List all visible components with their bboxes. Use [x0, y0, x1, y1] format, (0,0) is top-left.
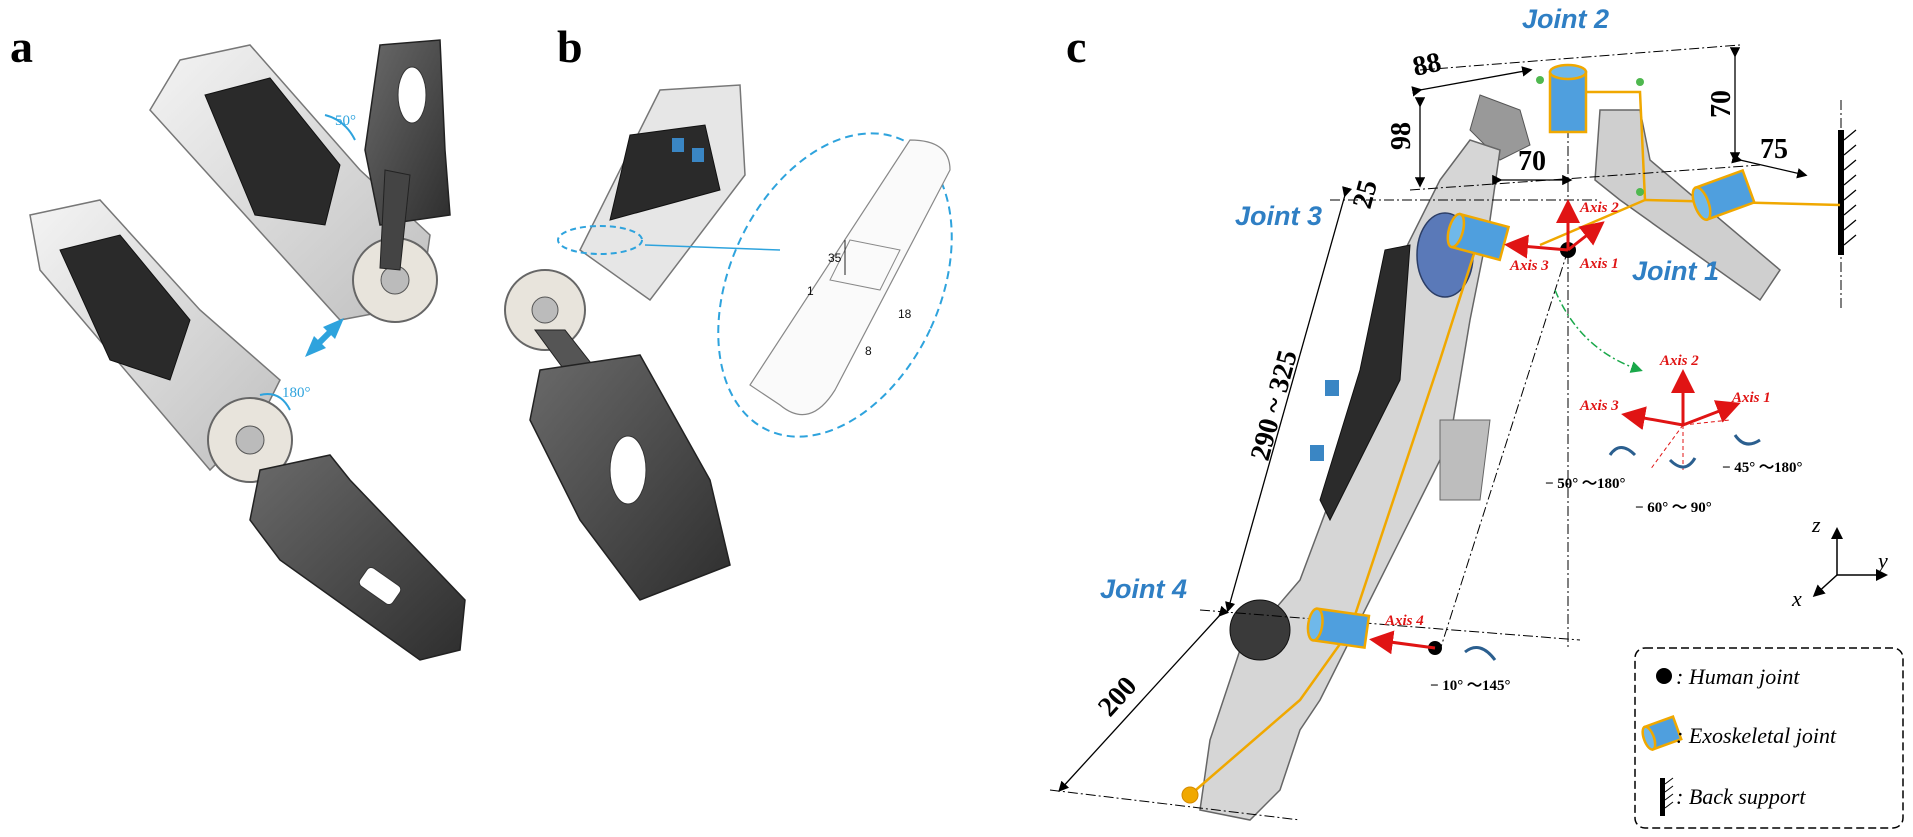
joint-4-cylinder-icon	[1306, 607, 1371, 650]
dim-290-325: 290 ~ 325	[1245, 347, 1304, 464]
lower-arm-assembly: 180°	[29, 199, 466, 661]
coordinate-system-icon	[1812, 527, 1888, 598]
elbow-axis-arrow	[1369, 630, 1436, 655]
dim-75: 75	[1760, 134, 1788, 165]
joint-3-cylinder-icon	[1446, 212, 1511, 262]
dimension-lines	[1058, 47, 1808, 792]
panel-b-figure: 35 18 8 1	[504, 84, 953, 601]
detail-callout: 35 18 8 1	[717, 132, 953, 438]
shoulder-frame	[1469, 94, 1857, 310]
double-arrow-icon	[305, 318, 344, 357]
dim-8: 8	[865, 344, 872, 358]
dim-70-horizontal: 70	[1518, 146, 1546, 177]
shoulder-axes	[1504, 199, 1605, 259]
y-axis-label: y	[1876, 548, 1888, 573]
panel-label-a: a	[10, 21, 33, 72]
range-joint-4: − 10° ～145°	[1430, 678, 1511, 694]
legend-back-support: : Back support	[1676, 784, 1806, 809]
dim-1: 1	[807, 284, 814, 298]
callout-line	[644, 244, 781, 251]
range-joint-3: − 50° ～180°	[1545, 476, 1626, 492]
z-axis-label: z	[1811, 512, 1821, 537]
axis-triad	[1608, 369, 1761, 471]
human-joint-legend-icon	[1656, 668, 1672, 684]
panel-label-c: c	[1066, 21, 1087, 72]
base-plate-detail	[749, 139, 951, 416]
dim-88: 88	[1410, 47, 1444, 83]
joint-4-label: Joint 4	[1100, 574, 1187, 604]
x-axis-label: x	[1791, 586, 1802, 611]
exploded-assembly	[504, 84, 746, 601]
rotation-arc-icon	[259, 393, 291, 411]
triad-axis-1-label: Axis 1	[1731, 390, 1771, 406]
angle-label-top: 50°	[335, 113, 356, 129]
elbow-rotation-icon	[1464, 646, 1497, 661]
joint-3-label: Joint 3	[1235, 201, 1322, 231]
joint-2-label: Joint 2	[1522, 4, 1609, 34]
legend: : Human joint : Exoskeletal joint : Back…	[1634, 647, 1904, 829]
dim-25: 25	[1347, 177, 1384, 212]
axis-2-label: Axis 2	[1579, 200, 1619, 216]
rotation-arc-icon	[324, 114, 356, 141]
axis-4-label: Axis 4	[1384, 613, 1424, 629]
range-joint-1: − 45° ～180°	[1722, 460, 1803, 476]
upper-arm-assembly: 50°	[149, 39, 451, 323]
axis-3-label: Axis 3	[1509, 258, 1549, 274]
wrist-point-icon	[1181, 786, 1199, 804]
triad-axis-3-label: Axis 3	[1579, 398, 1619, 414]
detail-pointer-arrow	[1554, 289, 1643, 373]
angle-label-bottom: 180°	[282, 385, 311, 401]
dim-35: 35	[828, 251, 842, 265]
dim-200: 200	[1092, 671, 1143, 723]
back-support-legend-icon	[1660, 777, 1674, 816]
exoskeletal-joint-legend-icon	[1641, 714, 1683, 752]
dim-70-vertical: 70	[1706, 90, 1737, 118]
dim-98: 98	[1386, 122, 1417, 150]
joint-1-cylinder-icon	[1691, 168, 1756, 222]
legend-exoskeletal-joint: : Exoskeletal joint	[1676, 723, 1837, 748]
panel-a-figure: 50° 180°	[29, 39, 466, 661]
joint-1-label: Joint 1	[1632, 256, 1719, 286]
range-joint-2: − 60° ～ 90°	[1635, 500, 1712, 516]
forearm-plate	[249, 454, 466, 661]
joint-2-cylinder-icon	[1548, 63, 1588, 134]
triad-axis-2-label: Axis 2	[1659, 353, 1699, 369]
legend-human-joint: : Human joint	[1676, 664, 1800, 689]
axis-1-label: Axis 1	[1579, 256, 1619, 272]
panel-label-b: b	[557, 21, 583, 72]
dim-18: 18	[898, 307, 912, 321]
